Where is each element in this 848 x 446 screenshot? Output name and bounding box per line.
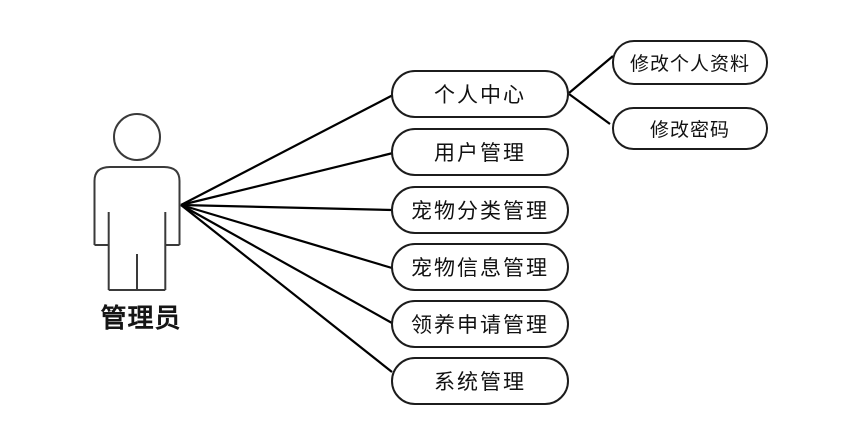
actor-head xyxy=(113,113,161,161)
usecase-personal-center: 个人中心 xyxy=(391,70,569,118)
association-line-personal-center xyxy=(180,94,394,206)
usecase-pet-info-management: 宠物信息管理 xyxy=(391,243,569,291)
association-line-pet-category-management xyxy=(180,203,393,212)
line-edit-profile xyxy=(568,55,614,94)
usecase-change-password: 修改密码 xyxy=(612,107,768,150)
actor-label: 管理员 xyxy=(100,303,182,333)
usecase-adoption-request-management-label: 领养申请管理 xyxy=(411,313,549,337)
usecase-edit-profile-label: 修改个人资料 xyxy=(629,54,750,75)
sub-usecase-lines xyxy=(568,55,614,125)
usecase-system-management-label: 系统管理 xyxy=(434,370,526,394)
usecase-adoption-request-management: 领养申请管理 xyxy=(391,300,569,348)
usecase-pet-category-management-label: 宠物分类管理 xyxy=(411,199,549,223)
actor-figure xyxy=(93,113,181,291)
usecase-pet-category-management: 宠物分类管理 xyxy=(391,186,569,234)
usecase-change-password-label: 修改密码 xyxy=(649,120,730,141)
association-line-user-management xyxy=(180,151,394,207)
usecase-system-management: 系统管理 xyxy=(391,357,569,405)
actor-association-lines xyxy=(180,94,394,373)
association-line-adoption-request-management xyxy=(180,204,393,324)
actor-torso-outline xyxy=(93,166,181,245)
usecase-user-management-label: 用户管理 xyxy=(434,141,526,165)
actor-body-sides xyxy=(107,212,167,290)
usecase-edit-profile: 修改个人资料 xyxy=(612,40,768,85)
association-line-pet-info-management xyxy=(180,203,393,270)
usecase-user-management: 用户管理 xyxy=(391,128,569,176)
line-change-password xyxy=(568,93,611,125)
association-line-system-management xyxy=(180,204,393,373)
usecase-personal-center-label: 个人中心 xyxy=(434,83,526,107)
usecase-pet-info-management-label: 宠物信息管理 xyxy=(411,256,549,280)
